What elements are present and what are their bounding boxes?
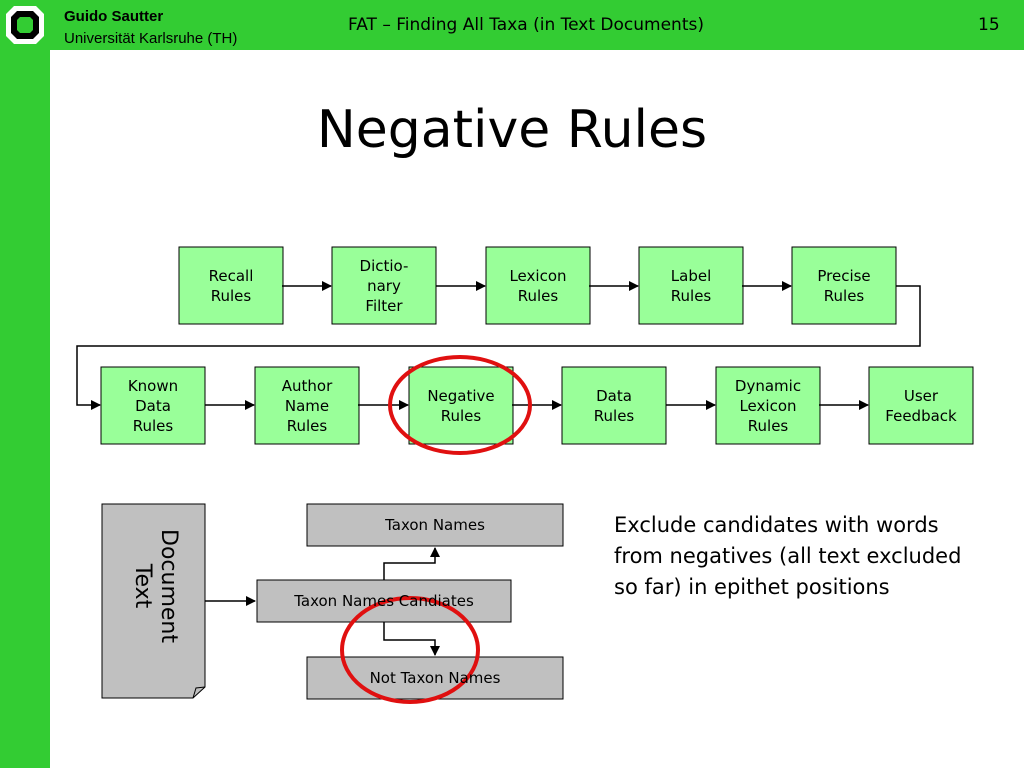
pipeline-row1-box-2 bbox=[485, 246, 591, 325]
pipeline-row2-box-0 bbox=[100, 366, 206, 445]
pipeline-row1-box-1 bbox=[331, 246, 437, 325]
arrow-candidates-to-not-taxon-names bbox=[383, 622, 440, 656]
page-number: 15 bbox=[978, 15, 1000, 35]
pipeline-row1-box-4 bbox=[791, 246, 897, 325]
not-taxon-names-label: Not Taxon Names bbox=[369, 669, 501, 687]
pipeline-row2-box-3 bbox=[561, 366, 667, 445]
slide-title: Negative Rules bbox=[316, 100, 708, 160]
candidates-label: Taxon Names Candiates bbox=[294, 592, 474, 610]
taxon-names-label: Taxon Names bbox=[385, 516, 485, 534]
taxon-names-box bbox=[306, 503, 564, 547]
pipeline-row1-box-3 bbox=[638, 246, 744, 325]
pipeline-row2-box-2 bbox=[408, 366, 514, 445]
presentation-title: FAT – Finding All Taxa (in Text Document… bbox=[348, 15, 704, 35]
document-fold bbox=[192, 686, 206, 699]
arrow-precise-to-known-data bbox=[76, 285, 921, 410]
sidebar-bar bbox=[0, 0, 50, 768]
university-logo-icon bbox=[6, 6, 44, 44]
document-shape bbox=[101, 503, 206, 699]
document-text-label: Document Text bbox=[130, 529, 181, 643]
highlight-circle-candidates-split bbox=[340, 596, 480, 704]
header-bar bbox=[50, 0, 1024, 50]
highlight-circle-negative-rules bbox=[388, 355, 532, 455]
pipeline-row1-box-0 bbox=[178, 246, 284, 325]
arrow-candidates-to-taxon-names bbox=[383, 547, 440, 580]
university-name: Universität Karlsruhe (TH) bbox=[64, 30, 238, 47]
author-name: Guido Sautter bbox=[64, 8, 164, 25]
pipeline-row2-box-1 bbox=[254, 366, 360, 445]
description-text: Exclude candidates with words from negat… bbox=[614, 513, 962, 599]
pipeline-row2-box-5 bbox=[868, 366, 974, 445]
pipeline-row2-box-4 bbox=[715, 366, 821, 445]
